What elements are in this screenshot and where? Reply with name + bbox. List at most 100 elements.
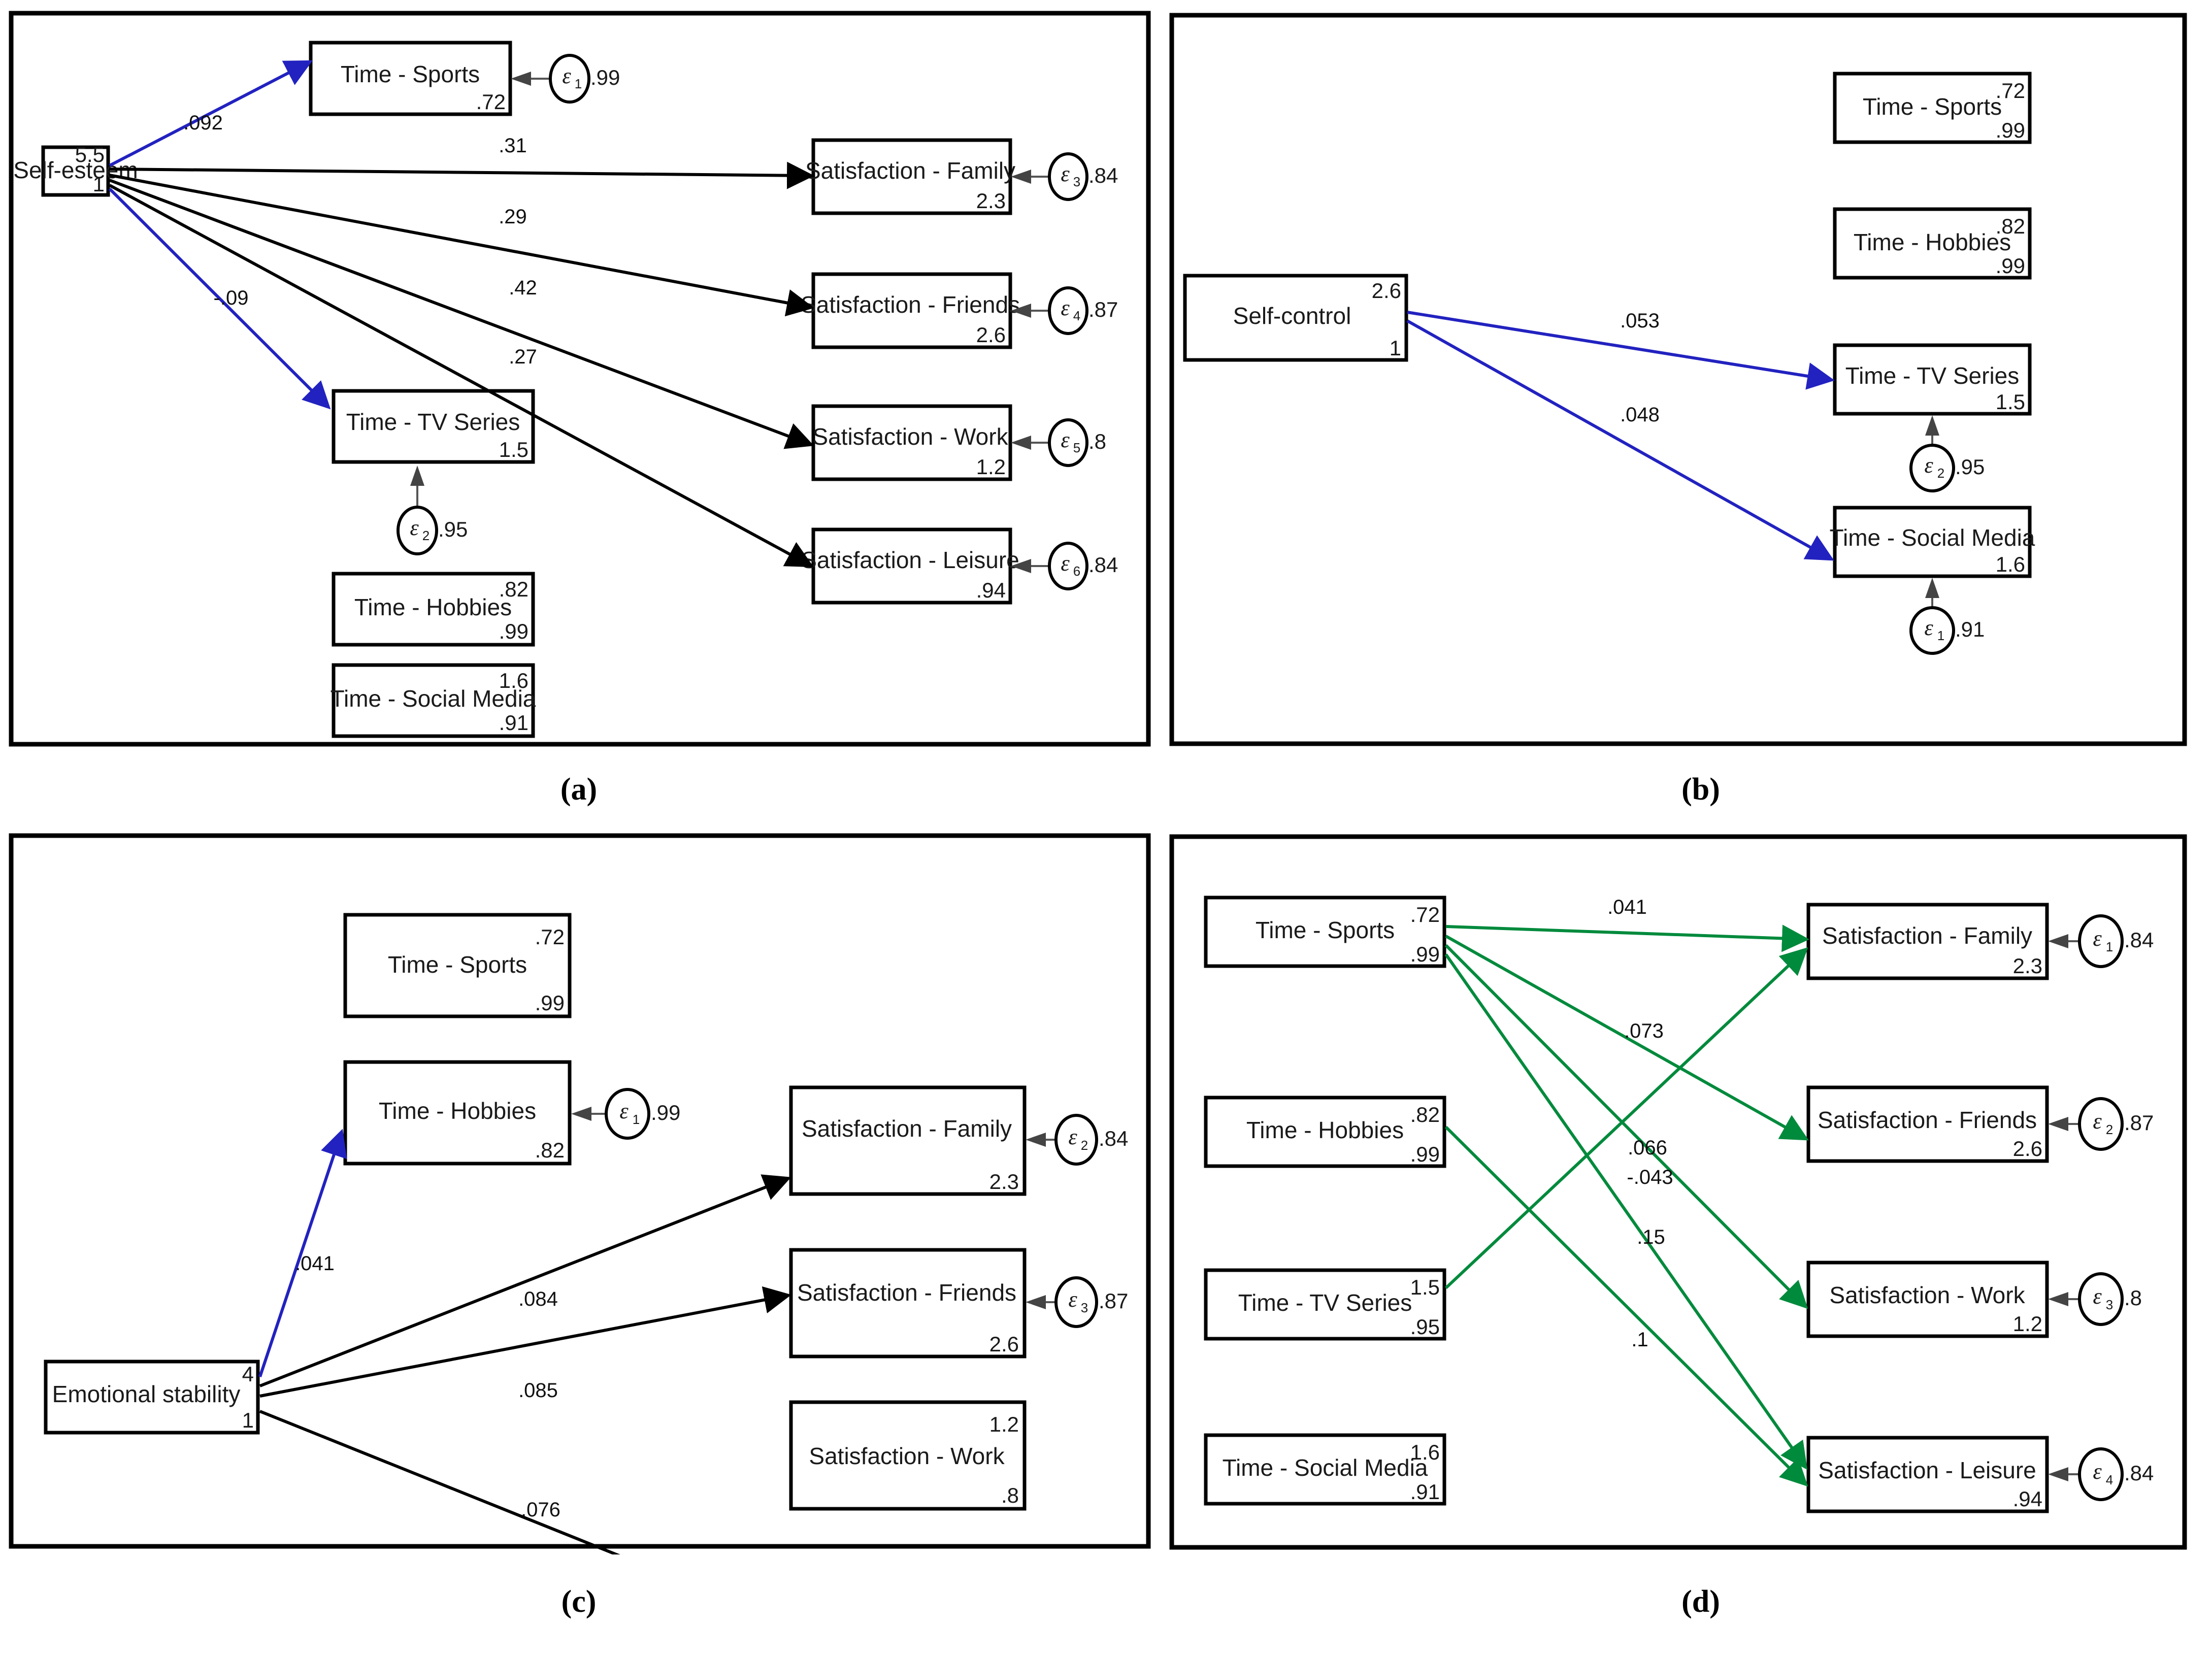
node-time-social-media[interactable]: Time - Social Media 1.6 .91: [1204, 1433, 1446, 1506]
path-emotional-stability-to-satisfaction-friends: [259, 1286, 791, 1398]
error-value: .91: [1955, 617, 1985, 641]
node-bottom-value: 1.5: [499, 438, 529, 461]
node-satisfaction-friends[interactable]: Satisfaction - Friends 2.6: [801, 272, 1020, 349]
error-term-e1: ε 1 .84: [2048, 914, 2154, 968]
epsilon-subscript: 1: [633, 1112, 640, 1127]
epsilon-subscript: 2: [1081, 1138, 1088, 1153]
panel-d-caption: (d): [1681, 1584, 1720, 1619]
node-time-tv-series[interactable]: Time - TV Series 1.5: [1833, 343, 2032, 416]
error-term-e2: ε 2 .84: [1026, 1114, 1128, 1166]
node-satisfaction-work[interactable]: Satisfaction - Work 1.2: [1806, 1261, 2049, 1338]
node-label: Time - TV Series: [1238, 1289, 1412, 1316]
node-label: Time - Sports: [1256, 917, 1395, 943]
node-time-hobbies[interactable]: Time - Hobbies .82 .99: [1204, 1096, 1446, 1168]
node-satisfaction-leisure[interactable]: Satisfaction - Leisure .94: [801, 527, 1019, 605]
node-time-sports[interactable]: Time - Sports .72: [309, 41, 512, 116]
panel-c-border: [9, 833, 1151, 1549]
path-coefficient: .041: [1607, 896, 1647, 918]
node-time-hobbies[interactable]: Time - Hobbies .82: [343, 1060, 572, 1166]
node-time-hobbies[interactable]: Time - Hobbies .82 .99: [332, 572, 535, 647]
node-top-value: 1.6: [1410, 1440, 1440, 1464]
path-emotional-stability-to-satisfaction-family: [259, 1174, 791, 1387]
node-time-sports[interactable]: Time - Sports .72 .99: [343, 913, 572, 1018]
path-coefficient: .048: [1620, 404, 1660, 426]
path-coefficient: .092: [183, 112, 223, 134]
error-value: .8: [2124, 1286, 2142, 1310]
error-term-e2: ε 2 .95: [397, 466, 468, 555]
node-bottom-value: .95: [1410, 1315, 1440, 1339]
error-value: .99: [651, 1101, 680, 1124]
node-time-sports[interactable]: Time - Sports .72 .99: [1833, 72, 2032, 144]
path-time-hobbies-to-satisfaction-leisure: [1444, 1125, 1808, 1487]
node-bottom-value: 1: [93, 172, 105, 196]
path-self-esteem-to-satisfaction-work: [109, 179, 814, 449]
node-time-social-media[interactable]: Time - Social Media 1.6: [1830, 506, 2035, 578]
error-term-e6: ε 6 .84: [1011, 542, 1118, 590]
error-value: .95: [1955, 455, 1985, 479]
error-value: .84: [1099, 1127, 1128, 1150]
error-term-e1: ε 1 .99: [511, 54, 620, 104]
error-value: .84: [2124, 1461, 2154, 1485]
node-top-value: .82: [1996, 214, 2025, 238]
error-term-e4: ε 4 .87: [1011, 286, 1118, 335]
node-top-value: .72: [1996, 79, 2025, 103]
path-coefficient: .076: [521, 1499, 560, 1521]
node-label: Satisfaction - Friends: [1818, 1107, 2037, 1133]
error-term-e5: ε 5 .8: [1011, 418, 1106, 467]
node-self-control[interactable]: Self-control 2.6 1: [1183, 274, 1408, 362]
node-time-sports[interactable]: Time - Sports .72 .99: [1204, 896, 1446, 968]
node-top-value: 2.6: [1372, 279, 1401, 303]
node-satisfaction-work[interactable]: Satisfaction - Work 1.2 .8: [789, 1400, 1027, 1511]
path-coefficient: .29: [499, 206, 527, 228]
node-bottom-value: .94: [976, 578, 1006, 602]
path-coefficient: .27: [509, 346, 537, 368]
node-emotional-stability[interactable]: Emotional stability 4 1: [44, 1360, 260, 1435]
path-coefficient: .1: [1631, 1329, 1648, 1351]
path-coefficient: .073: [1624, 1020, 1664, 1042]
node-self-esteem[interactable]: Self-esteem 5.5 1: [13, 143, 138, 197]
node-label: Time - TV Series: [1845, 362, 2020, 389]
node-label: Satisfaction - Friends: [801, 291, 1020, 318]
node-bottom-value: .99: [499, 619, 529, 643]
epsilon-symbol: ε: [1061, 551, 1070, 576]
node-top-value: 1.5: [1410, 1275, 1440, 1299]
node-satisfaction-friends[interactable]: Satisfaction - Friends 2.6: [789, 1248, 1027, 1359]
error-term-e3: ε 3 .8: [2048, 1272, 2142, 1326]
node-bottom-value: .99: [1410, 942, 1440, 966]
path-emotional-stability-to-satisfaction-leisure: [259, 1410, 621, 1554]
node-label: Emotional stability: [52, 1381, 241, 1407]
panel-d-border: [1169, 834, 2187, 1550]
node-label: Self-control: [1233, 303, 1351, 329]
epsilon-subscript: 4: [1073, 308, 1080, 323]
node-bottom-value: 1.2: [2013, 1312, 2042, 1336]
node-satisfaction-work[interactable]: Satisfaction - Work 1.2: [811, 404, 1012, 481]
epsilon-symbol: ε: [2093, 1284, 2102, 1309]
error-value: .87: [2124, 1111, 2154, 1135]
node-satisfaction-family[interactable]: Satisfaction - Family 2.3: [789, 1085, 1027, 1196]
node-satisfaction-friends[interactable]: Satisfaction - Friends 2.6: [1806, 1085, 2049, 1163]
node-top-value: 1.2: [989, 1412, 1019, 1436]
node-label: Time - Sports: [1863, 93, 2002, 120]
path-self-esteem-to-satisfaction-friends: [109, 174, 814, 317]
node-bottom-value: 2.6: [989, 1332, 1019, 1356]
node-bottom-value: 1: [1390, 336, 1401, 360]
node-time-hobbies[interactable]: Time - Hobbies .82 .99: [1833, 207, 2032, 280]
panel-a-border: [9, 11, 1151, 747]
node-label: Time - Social Media: [1223, 1454, 1428, 1481]
node-satisfaction-family[interactable]: Satisfaction - Family 2.3: [805, 138, 1015, 215]
path-coefficient: -.043: [1627, 1166, 1673, 1188]
node-time-social-media[interactable]: Time - Social Media 1.6 .91: [331, 663, 536, 738]
node-time-tv-series[interactable]: Time - TV Series 1.5 .95: [1204, 1268, 1446, 1341]
node-satisfaction-leisure[interactable]: Satisfaction - Leisure .94: [1806, 1436, 2049, 1513]
path-self-control-to-time-social-media: [1406, 319, 1834, 561]
node-bottom-value: .91: [499, 711, 529, 735]
path-coefficient: .31: [499, 135, 527, 157]
panel-c: Emotional stability 4 1 Time - Sports .7…: [9, 833, 1151, 1554]
path-coefficient: -.09: [214, 287, 249, 309]
path-coefficient: .085: [518, 1379, 558, 1402]
error-term-e3: ε 3 .87: [1026, 1276, 1128, 1328]
path-self-esteem-to-satisfaction-leisure: [109, 184, 814, 568]
epsilon-subscript: 5: [1073, 440, 1080, 455]
node-time-tv-series[interactable]: Time - TV Series 1.5: [332, 389, 535, 464]
node-satisfaction-family[interactable]: Satisfaction - Family 2.3: [1806, 903, 2049, 980]
